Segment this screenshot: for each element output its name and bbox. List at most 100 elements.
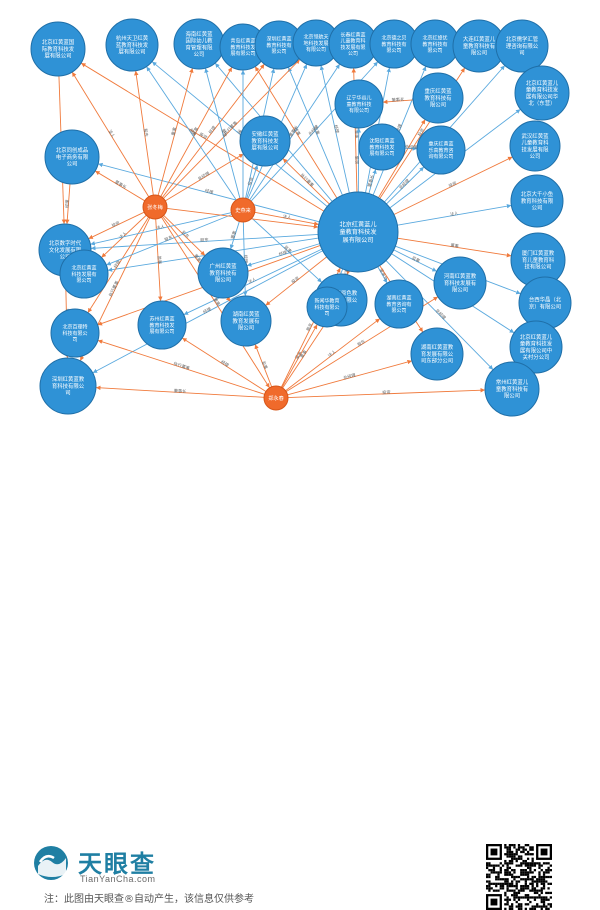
company-circle[interactable] [495, 19, 549, 73]
edge-label: 股东 [304, 322, 314, 333]
company-circle[interactable] [197, 247, 249, 299]
edge-center-c20 [397, 203, 512, 226]
company-node[interactable]: 北京红黄蓝儿童教育科技发展有限公司中关村分公司 [509, 320, 563, 374]
company-circle[interactable] [317, 191, 399, 273]
company-circle[interactable] [509, 120, 561, 172]
edge-center-c6 [319, 65, 350, 194]
company-node[interactable]: 苏州红黄蓝教育科技发展有限公司 [137, 300, 187, 350]
company-node[interactable]: 安徽红黄蓝教育科技发展有限公司 [239, 115, 291, 167]
company-node[interactable]: 常州红黄蓝儿童教育科技有限公司 [484, 361, 540, 417]
company-node[interactable]: 重庆红黄蓝教育科技有限公司 [412, 72, 464, 124]
edge-center-c2 [151, 61, 328, 207]
edge-label: 执行董事 [299, 172, 316, 189]
edge-label: 董事 [298, 349, 308, 360]
company-circle[interactable] [433, 256, 487, 310]
person-node[interactable]: 郑永春 [263, 385, 289, 411]
edge-label: 董事长 [366, 173, 376, 188]
edge-center-c17 [368, 169, 377, 194]
company-node[interactable]: 湖南红黄蓝教育发展有限公司东部分公司 [410, 327, 464, 381]
edge-p1-c2 [134, 70, 154, 196]
company-node[interactable]: 杭州天卫红黄蓝教育科技发展有限公司 [105, 18, 159, 72]
company-node[interactable]: 辽宁华谷儿童教育科技有限公司 [334, 79, 384, 129]
company-circle[interactable] [220, 295, 272, 347]
company-circle[interactable] [410, 327, 464, 381]
node-label: 湖南红黄蓝教育发展有限公司 [233, 310, 261, 332]
company-node[interactable]: 重庆红黄蓝乐高教育咨询有限公司 [416, 125, 466, 175]
company-node[interactable]: 湖南红黄蓝教育咨询有限公司 [374, 279, 424, 329]
node-label: 厦门红黄蓝教育儿童教育科技有限公司 [522, 249, 555, 271]
company-node[interactable]: 北京百理特科技有限公司 [50, 308, 100, 358]
company-circle[interactable] [484, 361, 540, 417]
person-node[interactable]: 张冬梅 [142, 194, 168, 220]
company-circle[interactable] [510, 174, 564, 228]
company-node[interactable]: 海南红黄蓝国际幼儿教育管理有限公司 [173, 18, 225, 70]
edge-center-c1 [80, 62, 325, 212]
node-label: 北京同创成品电子商务有限公司 [56, 146, 89, 168]
company-circle[interactable] [137, 300, 187, 350]
company-circle[interactable] [358, 123, 406, 171]
person-circle[interactable] [263, 385, 289, 411]
edge-label: 董事 [220, 128, 229, 138]
edge-label: 投资 [382, 389, 391, 396]
company-node[interactable]: 长春红黄蓝儿童教育科技发展有限公司 [328, 19, 378, 69]
edge-label: 监事 [260, 360, 270, 370]
edge-p3-c28 [254, 344, 273, 387]
company-node[interactable]: 深圳红黄蓝教育科技有限公司 [254, 20, 304, 70]
edge-label: 股东 [142, 128, 150, 137]
company-circle[interactable] [59, 249, 109, 299]
person-circle[interactable] [230, 197, 256, 223]
qr-code-icon[interactable] [486, 844, 552, 910]
node-label: 北京红黄蓝科技发展有限公司 [71, 265, 96, 285]
company-circle[interactable] [509, 320, 563, 374]
company-circle[interactable] [306, 286, 348, 328]
company-node[interactable]: 北京大千小鱼教育科技有限公司 [510, 174, 564, 228]
company-circle[interactable] [412, 72, 464, 124]
edge-center-c14 [356, 127, 362, 193]
company-node[interactable]: 广州红黄蓝教育科技有限公司 [197, 247, 249, 299]
company-circle[interactable] [105, 18, 159, 72]
company-circle[interactable] [239, 115, 291, 167]
company-node[interactable]: 北京红黄蓝儿童教育科技发展有限公司华北（东营） [514, 65, 570, 121]
company-circle[interactable] [416, 125, 466, 175]
node-label: 北京红旅优教育科技有限公司 [422, 35, 447, 55]
edge-p2-c21 [90, 212, 232, 246]
company-node[interactable]: 新闻华教育科技有限公司 [306, 286, 348, 328]
edge-p1-p3 [161, 216, 270, 389]
company-node[interactable]: 大连红黄蓝儿童教育科技有限公司 [452, 19, 506, 73]
footer: 天眼查 TianYanCha.com 注：此图由天眼查®自动产生，该信息仅供参考 [0, 420, 600, 910]
person-circle[interactable] [142, 194, 168, 220]
company-node[interactable]: 北京红黄蓝科技发展有限公司 [59, 249, 109, 299]
company-node[interactable]: 武汉红黄蓝儿童教育科技发展有限公司 [509, 120, 561, 172]
company-circle[interactable] [44, 129, 100, 185]
edge-label: 执行董事 [341, 263, 352, 281]
edge-p3-c34 [287, 359, 413, 396]
company-circle[interactable] [50, 308, 100, 358]
company-circle[interactable] [374, 279, 424, 329]
company-node[interactable]: 北京红旅优教育科技有限公司 [410, 19, 460, 69]
company-node[interactable]: 北京同创成品电子商务有限公司 [44, 129, 100, 185]
company-circle[interactable] [30, 21, 86, 77]
edge-label: 监事 [312, 125, 322, 135]
node-label: 湖南红黄蓝教育发展有限公司东部分公司 [421, 343, 454, 365]
edge-p1-c29 [155, 218, 163, 302]
company-node[interactable]: 深圳红黄蓝教育科技有限公司 [39, 357, 97, 415]
company-node[interactable]: 湖南红黄蓝教育发展有限公司 [220, 295, 272, 347]
company-node[interactable]: 河南红黄蓝教育科技发展有限公司 [433, 256, 487, 310]
edge-label: 总经理 [196, 169, 211, 181]
edge-p3-c36 [287, 387, 486, 398]
company-node[interactable]: 沈阳红黄蓝教育科技发展有限公司 [358, 123, 406, 171]
company-node[interactable]: 厦门红黄蓝教育儿童教育科技有限公司 [510, 232, 566, 288]
company-node[interactable]: 北京红黄蓝国际教育科技发展有限公司 [30, 21, 86, 77]
person-node[interactable]: 史燕来 [230, 197, 256, 223]
company-circle[interactable] [334, 79, 384, 129]
company-circle[interactable] [514, 65, 570, 121]
company-circle[interactable] [39, 357, 97, 415]
node-label: 湖南红黄蓝教育咨询有限公司 [386, 295, 411, 315]
edge-center-c5 [287, 66, 343, 196]
edge-p2-c7 [249, 63, 341, 201]
node-label: 长春红黄蓝儿童教育科技发展有限公司 [340, 31, 365, 57]
node-label: 北京红黄蓝儿童教育科技发展有限公司中关村分公司 [520, 333, 553, 361]
company-node[interactable]: 台西华晶（北京）有限公司 [518, 276, 572, 330]
company-node[interactable]: 北京儒学汇管理咨询有限公司 [495, 19, 549, 73]
center-company-node[interactable]: 北京红黄蓝儿童教育科技发展有限公司 [317, 191, 399, 273]
